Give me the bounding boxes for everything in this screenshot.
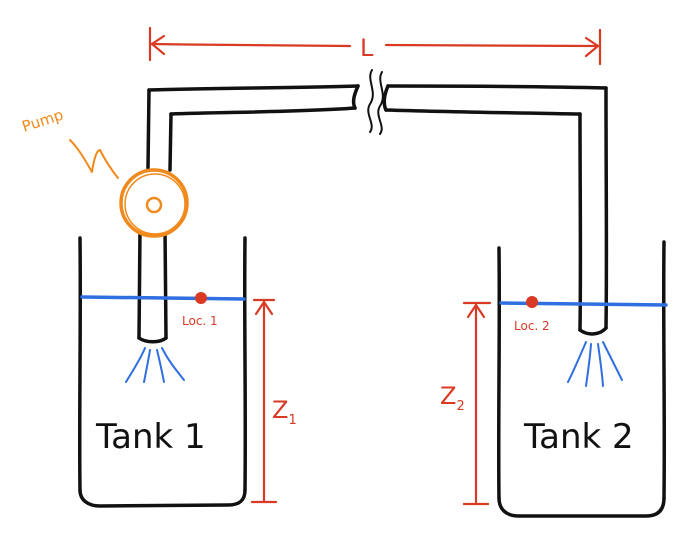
tank-2-bottom	[497, 496, 666, 518]
pump: Pump	[20, 106, 189, 238]
pipe	[137, 69, 609, 344]
pump-housing-inner-stroke	[124, 173, 186, 235]
tank-1-wall-left	[77, 236, 83, 492]
pipe-top-right-upper	[386, 84, 608, 90]
loc-2-marker	[526, 296, 538, 308]
pipe-top-left-upper	[147, 84, 360, 92]
tank-2-wall-right	[661, 240, 667, 500]
length-label: L	[360, 34, 374, 62]
tank-1-discharge-spray	[125, 347, 185, 383]
z1-dimension-arrowhead	[254, 300, 274, 316]
length-dimension	[148, 26, 602, 66]
loc-1-label: Loc. 1	[182, 314, 218, 328]
pipe-top-left-lower	[169, 106, 357, 116]
pipe-left-inner-wall	[163, 226, 168, 340]
tank-2-wall-left	[496, 246, 502, 500]
pump-housing	[119, 168, 189, 238]
pump-leader-line	[69, 139, 119, 179]
loc-1-marker	[195, 292, 207, 304]
pipe-top-right-lower	[384, 108, 582, 116]
length-dimension-arrowhead-right	[584, 36, 600, 58]
z1-subscript: 1	[288, 413, 296, 428]
z1-dimension	[250, 298, 278, 504]
tank-1-water-surface	[80, 295, 246, 301]
pipe-left-upper-inner	[168, 112, 173, 172]
pipe-break-mark-right	[377, 71, 384, 135]
tank-2	[496, 240, 667, 518]
length-dimension-line-left	[150, 42, 352, 48]
z2-dimension	[462, 301, 492, 506]
pump-impeller	[145, 196, 163, 214]
pipe-left-outer-wall	[137, 228, 142, 340]
z2-subscript: 2	[456, 399, 464, 414]
pipe-left-outlet	[137, 336, 168, 344]
tank-2-water-surface	[499, 301, 668, 307]
length-dimension-arrowhead-left	[150, 34, 166, 56]
tank-2-label: Tank 2	[523, 417, 634, 457]
tank-1-wall-right	[242, 236, 248, 492]
pipe-top-right-start	[382, 84, 390, 112]
z1-label: Z1	[272, 396, 297, 428]
pipe-break-mark-left	[367, 69, 374, 133]
pipe-top-left-end	[351, 84, 360, 110]
tank-1-bottom	[78, 488, 247, 508]
pipe-right-outlet	[578, 326, 608, 336]
tank-2-discharge-spray	[567, 341, 623, 387]
z2-label: Z2	[440, 382, 465, 414]
length-dimension-line-right	[384, 43, 600, 48]
pipe-left-upper-outer	[146, 88, 151, 170]
pump-label: Pump	[20, 106, 66, 136]
loc-2-label: Loc. 2	[514, 319, 550, 333]
tank-1	[77, 236, 248, 508]
z2-dimension-arrowhead	[466, 303, 486, 319]
tank-1-label: Tank 1	[95, 417, 206, 457]
